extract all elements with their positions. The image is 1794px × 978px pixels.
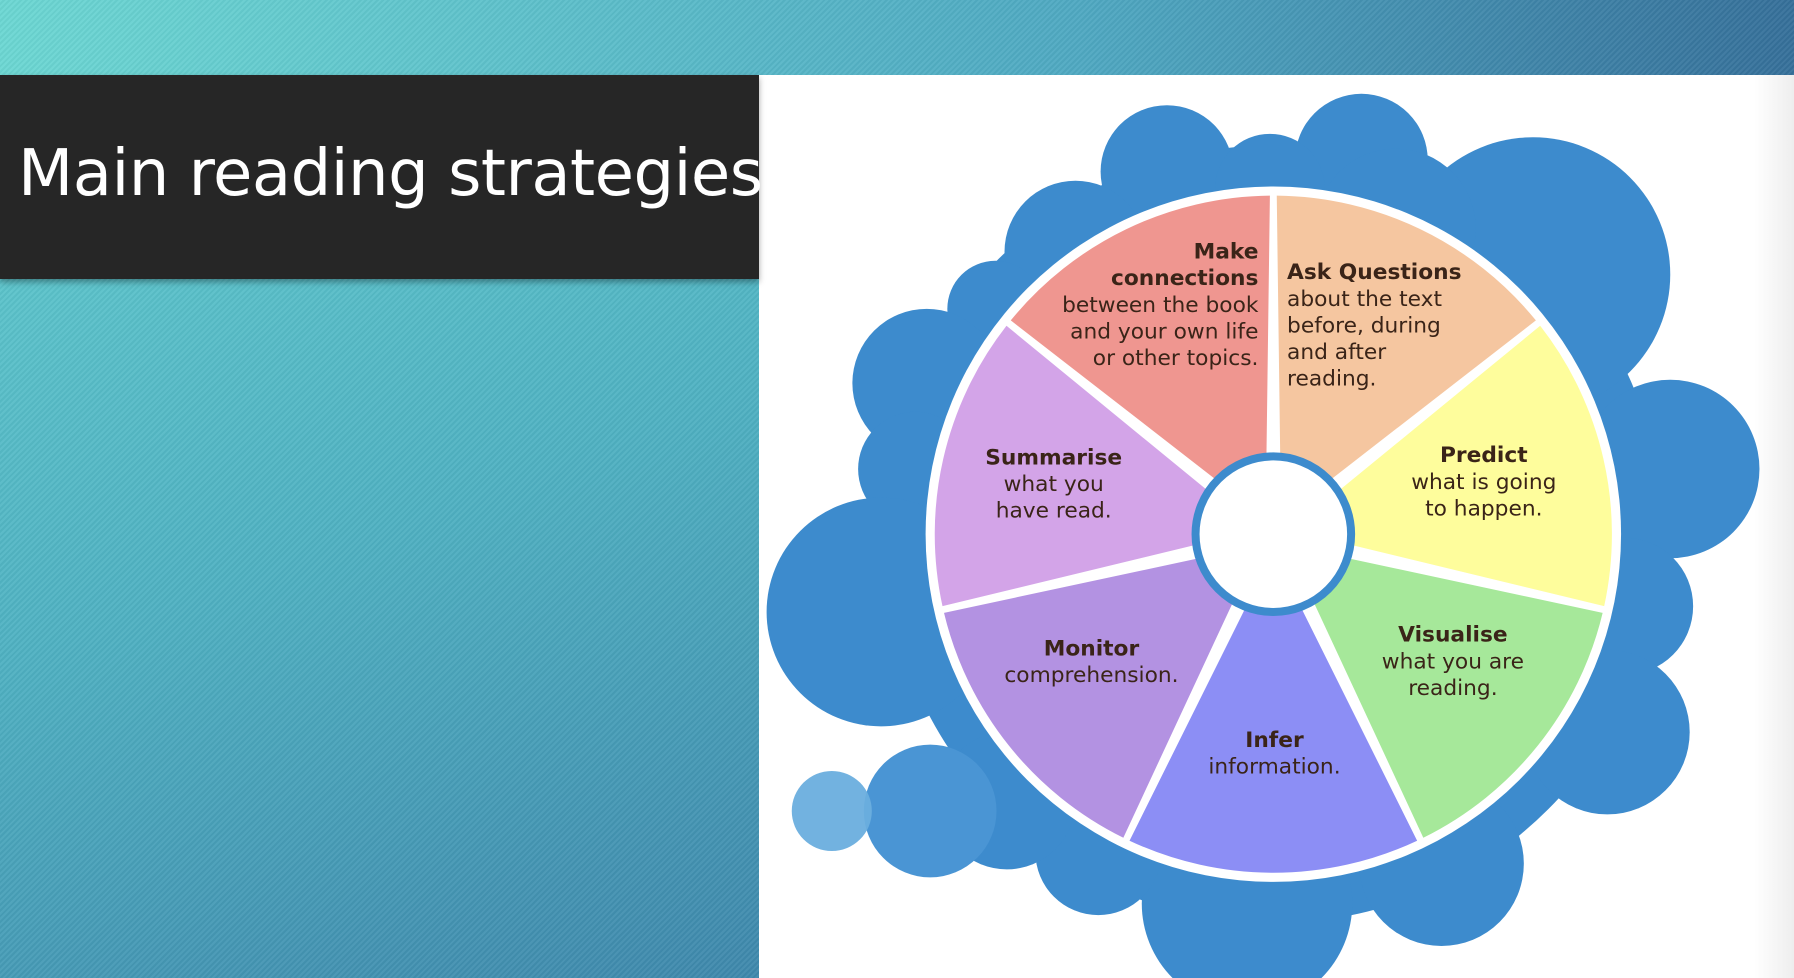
segment-description: what is going <box>1411 470 1556 495</box>
slice-ask-questions <box>1339 325 1612 607</box>
slice-visualise <box>1129 609 1418 873</box>
segment-description: about the text <box>1287 287 1442 312</box>
slice-summarise <box>1010 195 1270 480</box>
segment-description: information. <box>1208 755 1340 780</box>
segment-description: what you are <box>1382 649 1524 674</box>
slice-predict <box>1314 558 1603 838</box>
segment-title: Ask Questions <box>1287 260 1461 285</box>
slice-make-connections <box>1276 195 1536 480</box>
right-edge-shadow <box>1754 75 1794 978</box>
cloud-bubble-small <box>791 770 872 852</box>
slice-monitor <box>934 325 1207 607</box>
title-box: Main reading strategies <box>0 75 763 279</box>
segment-title: Summarise <box>985 445 1122 470</box>
segment-description: comprehension. <box>1004 663 1178 688</box>
segment-description: what you <box>1004 472 1104 497</box>
segment-title: Infer <box>1245 728 1304 753</box>
segment-description: and after <box>1287 340 1386 365</box>
segment-description: have read. <box>996 499 1112 524</box>
segment-description: or other topics. <box>1093 346 1259 371</box>
segment-description: to happen. <box>1425 496 1542 521</box>
segment-title: connections <box>1111 266 1258 291</box>
segment-title: Monitor <box>1044 636 1140 661</box>
segment-description: reading. <box>1287 367 1376 392</box>
slice-infer <box>944 558 1233 838</box>
segment-title: Visualise <box>1398 623 1507 648</box>
segment-title: Make <box>1194 240 1259 265</box>
top-banner <box>0 0 1794 75</box>
segment-description: before, during <box>1287 313 1441 338</box>
segment-title: Predict <box>1440 443 1528 468</box>
wheel-slices <box>925 186 1622 882</box>
cloud-bump <box>1581 379 1760 559</box>
wheel-hub <box>1191 452 1356 616</box>
segment-description: reading. <box>1408 676 1497 701</box>
segment-description: and your own life <box>1070 319 1258 344</box>
slide-title: Main reading strategies <box>18 137 763 211</box>
cloud-bubble <box>863 744 997 878</box>
segment-description: between the book <box>1062 293 1259 318</box>
